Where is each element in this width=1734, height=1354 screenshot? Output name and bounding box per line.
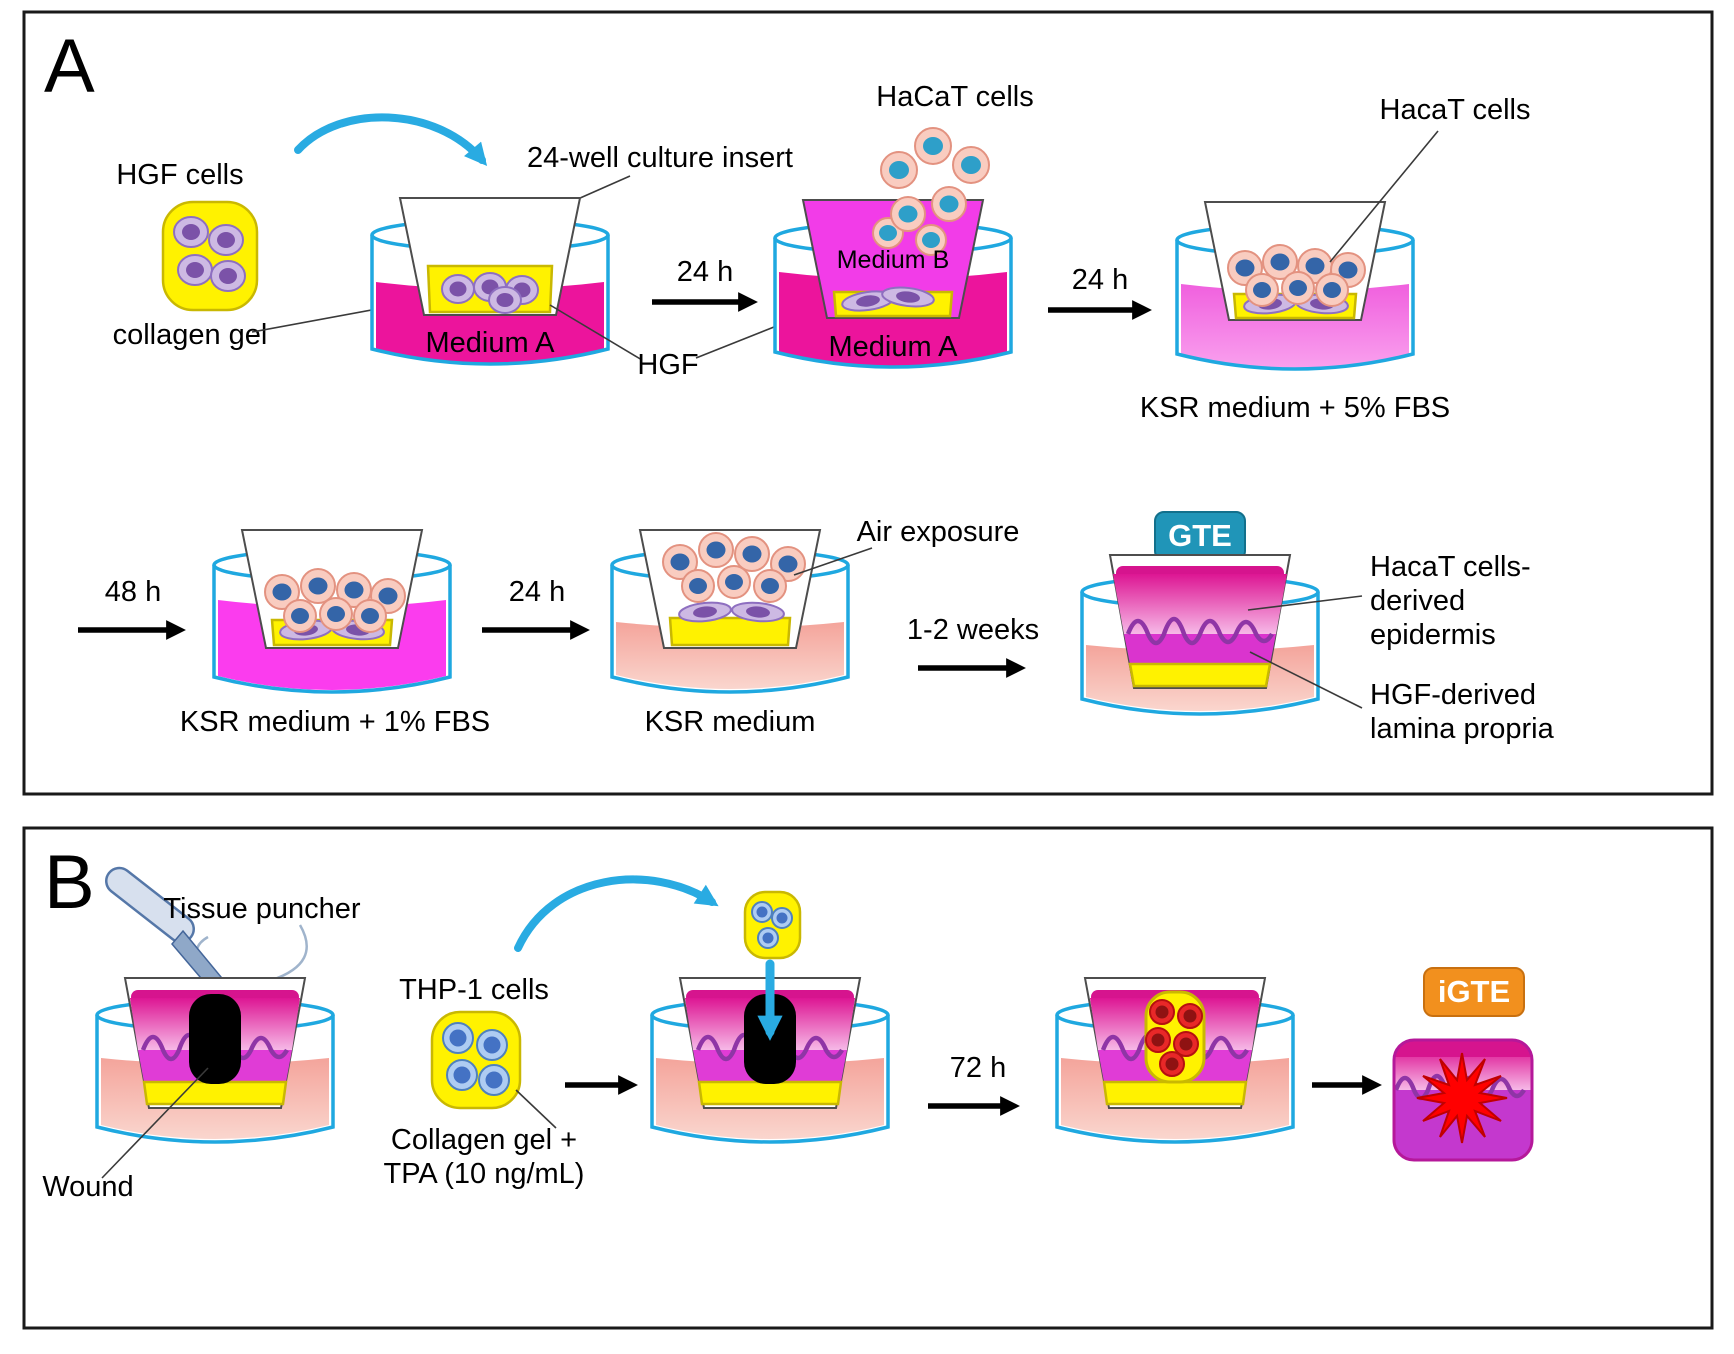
gte-badge-label: GTE [1168,518,1232,553]
tissue-puncher-label: Tissue puncher [163,893,361,925]
leader-collagen-tpa [515,1089,557,1129]
dish-b1 [95,977,335,1144]
step4-time: 24 h [509,576,565,608]
thp1-small-blob [743,890,802,960]
hgf-cell-cluster [173,216,246,292]
hgf-cells-label: HGF cells [116,159,243,191]
inflammation-burst [1416,1052,1508,1144]
wound-b1 [189,994,241,1084]
thp1-blob [430,1010,522,1110]
hacat-cell-layer-a4 [264,568,406,633]
dish-a6-gte [1080,554,1320,716]
rete-ridge-wave-a6 [1125,616,1274,646]
leader-epidermis [1247,595,1363,611]
medium-a2-label: Medium A [829,331,959,363]
leader-lamina [1249,651,1363,709]
hgf-spindle-cells-a2 [841,286,935,312]
transfer-arrow-b [514,875,719,952]
step5-time: 1-2 weeks [907,614,1039,646]
igte-badge: iGTE [1423,967,1525,1017]
dish5-caption: KSR medium [645,706,816,738]
transfer-arrow-a [294,113,488,166]
collagen-tpa-line1: Collagen gel + [391,1124,577,1156]
epidermis-a6 [1113,574,1287,634]
medium-b-label: Medium B [837,246,950,274]
igte-badge-label: iGTE [1438,974,1510,1009]
leader-air-exposure [793,547,873,576]
collagen-gel-a5 [668,616,792,647]
leader-hgf-left [549,304,643,361]
hacat-cell-layer-a3 [1227,244,1366,307]
hgf-cell-cluster-a1 [441,272,539,314]
dish-a2: Medium B Medium A [773,199,1013,369]
step-b-time: 72 h [950,1052,1006,1084]
collagen-gel-label: collagen gel [113,319,268,351]
dish3-caption: KSR medium + 5% FBS [1140,392,1450,424]
step2-time: 24 h [1072,264,1128,296]
epidermis-label-line2: derived [1370,585,1465,617]
dish-a1: Medium A [370,197,610,366]
culture-insert-label: 24-well culture insert [527,142,793,174]
lamina-label-line2: lamina propria [1370,713,1555,745]
hacat-cell-layer-a5 [662,532,806,603]
thp1-cells-label: THP-1 cells [399,974,549,1006]
epidermis-label-line3: epidermis [1370,619,1496,651]
wound-label: Wound [42,1171,133,1203]
air-exposure-label: Air exposure [857,516,1020,548]
dish-a5 [610,529,850,694]
hacat-cells-right-label: HacaT cells [1380,94,1531,126]
collagen-gel-a6 [1128,662,1272,688]
hacat-cells-label: HaCaT cells [876,81,1033,113]
step1-time: 24 h [677,256,733,288]
panel-b-letter: B [44,840,95,925]
gte-badge: GTE [1154,511,1246,561]
collagen-tpa-line2: TPA (10 ng/mL) [384,1158,585,1190]
leader-wound [101,1067,209,1179]
dish4-caption: KSR medium + 1% FBS [180,706,490,738]
hgf-spindle-cells-a5 [678,601,785,623]
dish-a3 [1175,201,1415,371]
dish-a4 [212,529,452,694]
activated-thp1-cells [1145,999,1203,1077]
medium-a1-label: Medium A [426,327,556,359]
igte-tissue [1392,1038,1534,1162]
hacat-cells-floating [880,127,990,232]
epidermis-label-line1: HacaT cells- [1370,551,1531,583]
lamina-label-line1: HGF-derived [1370,679,1536,711]
hgf-label: HGF [637,349,698,381]
panel-a-letter: A [44,24,95,109]
thp1-cell-cluster [442,1022,510,1096]
leader-hacat-right [1329,130,1439,263]
dish-b3 [1055,977,1295,1144]
hgf-cells-blob [161,200,259,312]
step3-time: 48 h [105,576,161,608]
